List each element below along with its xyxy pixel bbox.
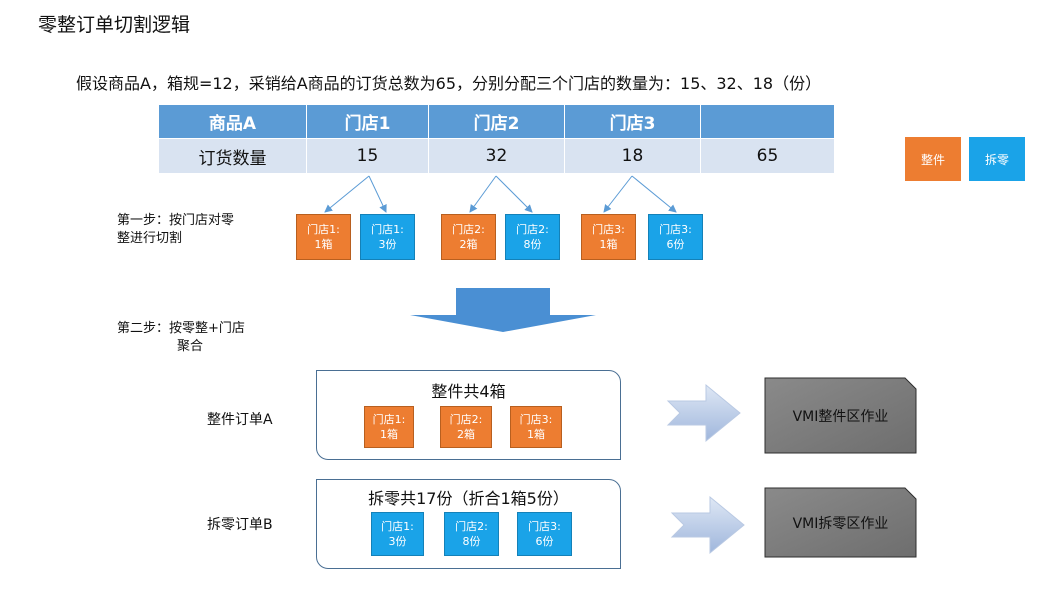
order-a-box-store3: 门店3: 1箱 [510,406,562,448]
order-quantity-table: 商品A 门店1 门店2 门店3 订货数量 15 32 18 65 [158,104,835,174]
header-cell-total [700,104,835,139]
box-line2: 1箱 [380,428,398,441]
box-line1: 门店1: [371,223,404,236]
step2-line2: 聚合 [177,339,204,354]
store1-quantity-cell: 15 [306,138,429,174]
box-line2: 1箱 [314,238,333,251]
order-b-box-store2: 门店2: 8份 [444,512,499,556]
step2-line1: 第二步：按零整+门店 [117,321,245,336]
step1-box-store3-split: 门店3: 6份 [648,214,703,260]
assumption-text: 假设商品A，箱规=12，采销给A商品的订货总数为65，分别分配三个门店的数量为：… [76,74,822,93]
header-cell-store1: 门店1 [306,104,429,139]
connector-store3-split [631,175,677,213]
box-line1: 门店3: [592,223,625,236]
box-line1: 门店2: [449,413,483,426]
box-line1: 门店2: [455,520,488,533]
box-line2: 3份 [378,238,397,251]
order-a-label: 整件订单A [207,412,273,428]
box-line1: 门店1: [307,223,340,236]
step2-label: 第二步：按零整+门店 聚合 [117,320,245,356]
box-line1: 门店3: [528,520,561,533]
order-b-panel-title: 拆零共17份（折合1箱5份） [368,489,569,508]
header-cell-product: 商品A [158,104,307,139]
step1-box-store1-split: 门店1: 3份 [360,214,415,260]
connector-store2-split [495,175,533,213]
step1-line2: 整进行切割 [117,231,183,246]
connector-store1-split [368,175,387,213]
down-arrow-icon [410,288,596,332]
step1-line1: 第一步：按门店对零 [117,213,235,228]
step1-label: 第一步：按门店对零 整进行切割 [117,212,234,248]
step1-box-store1-whole: 门店1: 1箱 [296,214,351,260]
box-line2: 8份 [462,535,481,548]
order-a-box-store1: 门店1: 1箱 [364,406,414,448]
box-line1: 门店2: [516,223,549,236]
box-line2: 6份 [666,238,685,251]
step1-box-store2-split: 门店2: 8份 [505,214,560,260]
order-a-box-store2: 门店2: 2箱 [440,406,492,448]
store3-quantity-cell: 18 [564,138,701,174]
header-cell-store2: 门店2 [428,104,565,139]
box-line2: 2箱 [457,428,475,441]
row-label-cell: 订货数量 [158,138,307,174]
step1-box-store2-whole: 门店2: 2箱 [441,214,496,260]
order-a-flow-arrow-icon [666,383,741,443]
box-line2: 6份 [535,535,554,548]
box-line2: 1箱 [599,238,618,251]
order-a-result-label: VMI整件区作业 [792,408,889,425]
box-line1: 门店1: [372,413,406,426]
header-cell-store3: 门店3 [564,104,701,139]
order-b-label: 拆零订单B [207,517,273,533]
step1-box-store3-whole: 门店3: 1箱 [581,214,636,260]
order-b-box-store3: 门店3: 6份 [517,512,572,556]
order-b-flow-arrow-icon [670,495,745,555]
legend-split: 拆零 [969,137,1025,181]
legend-whole: 整件 [905,137,961,181]
table-quantity-row: 订货数量 15 32 18 65 [158,138,835,174]
order-a-panel-title: 整件共4箱 [431,382,506,401]
box-line1: 门店3: [519,413,553,426]
box-line2: 3份 [388,535,407,548]
connector-store3-whole [603,175,633,213]
connector-store2-whole [469,175,497,213]
order-b-box-store1: 门店1: 3份 [371,512,424,556]
box-line2: 8份 [523,238,542,251]
order-b-result-shape [764,487,917,558]
box-line2: 2箱 [459,238,478,251]
page-title: 零整订单切割逻辑 [38,14,191,36]
order-b-result-label: VMI拆零区作业 [792,515,889,532]
connector-store1-whole [324,175,370,213]
total-quantity-cell: 65 [700,138,835,174]
order-a-result-shape [764,377,917,454]
store2-quantity-cell: 32 [428,138,565,174]
box-line1: 门店3: [659,223,692,236]
box-line2: 1箱 [527,428,545,441]
table-header-row: 商品A 门店1 门店2 门店3 [158,104,835,139]
box-line1: 门店1: [381,520,414,533]
box-line1: 门店2: [452,223,485,236]
